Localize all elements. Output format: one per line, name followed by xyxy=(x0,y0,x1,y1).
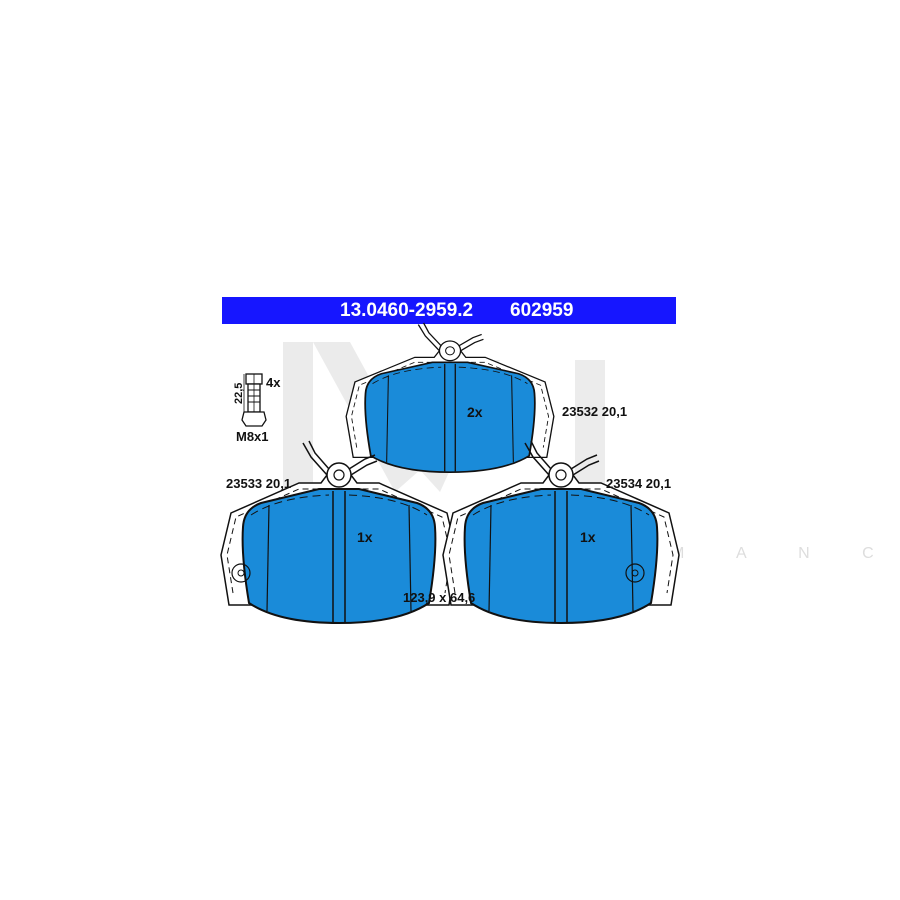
reference-number: 602959 xyxy=(510,300,574,321)
pad-top xyxy=(345,322,555,474)
pad-right xyxy=(442,440,680,624)
pad-right-label: 23534 20,1 xyxy=(606,476,672,491)
header-bar: 13.0460-2959.2 602959 xyxy=(222,297,676,324)
pad-top-label: 23532 20,1 xyxy=(562,404,628,419)
pad-dimensions: 123,9 x 64,6 xyxy=(403,590,476,605)
part-number: 13.0460-2959.2 xyxy=(340,300,474,321)
bolt-length: 22,5 xyxy=(233,382,245,404)
pad-left-label: 23533 20,1 xyxy=(226,476,292,491)
bolt-icon xyxy=(241,373,267,427)
pad-left-quantity: 1x xyxy=(357,529,373,545)
bolt-quantity: 4x xyxy=(266,375,281,390)
pad-right-quantity: 1x xyxy=(580,529,596,545)
pad-left xyxy=(220,440,458,624)
pad-top-quantity: 2x xyxy=(467,404,483,420)
bolt-thread: M8x1 xyxy=(236,429,269,444)
